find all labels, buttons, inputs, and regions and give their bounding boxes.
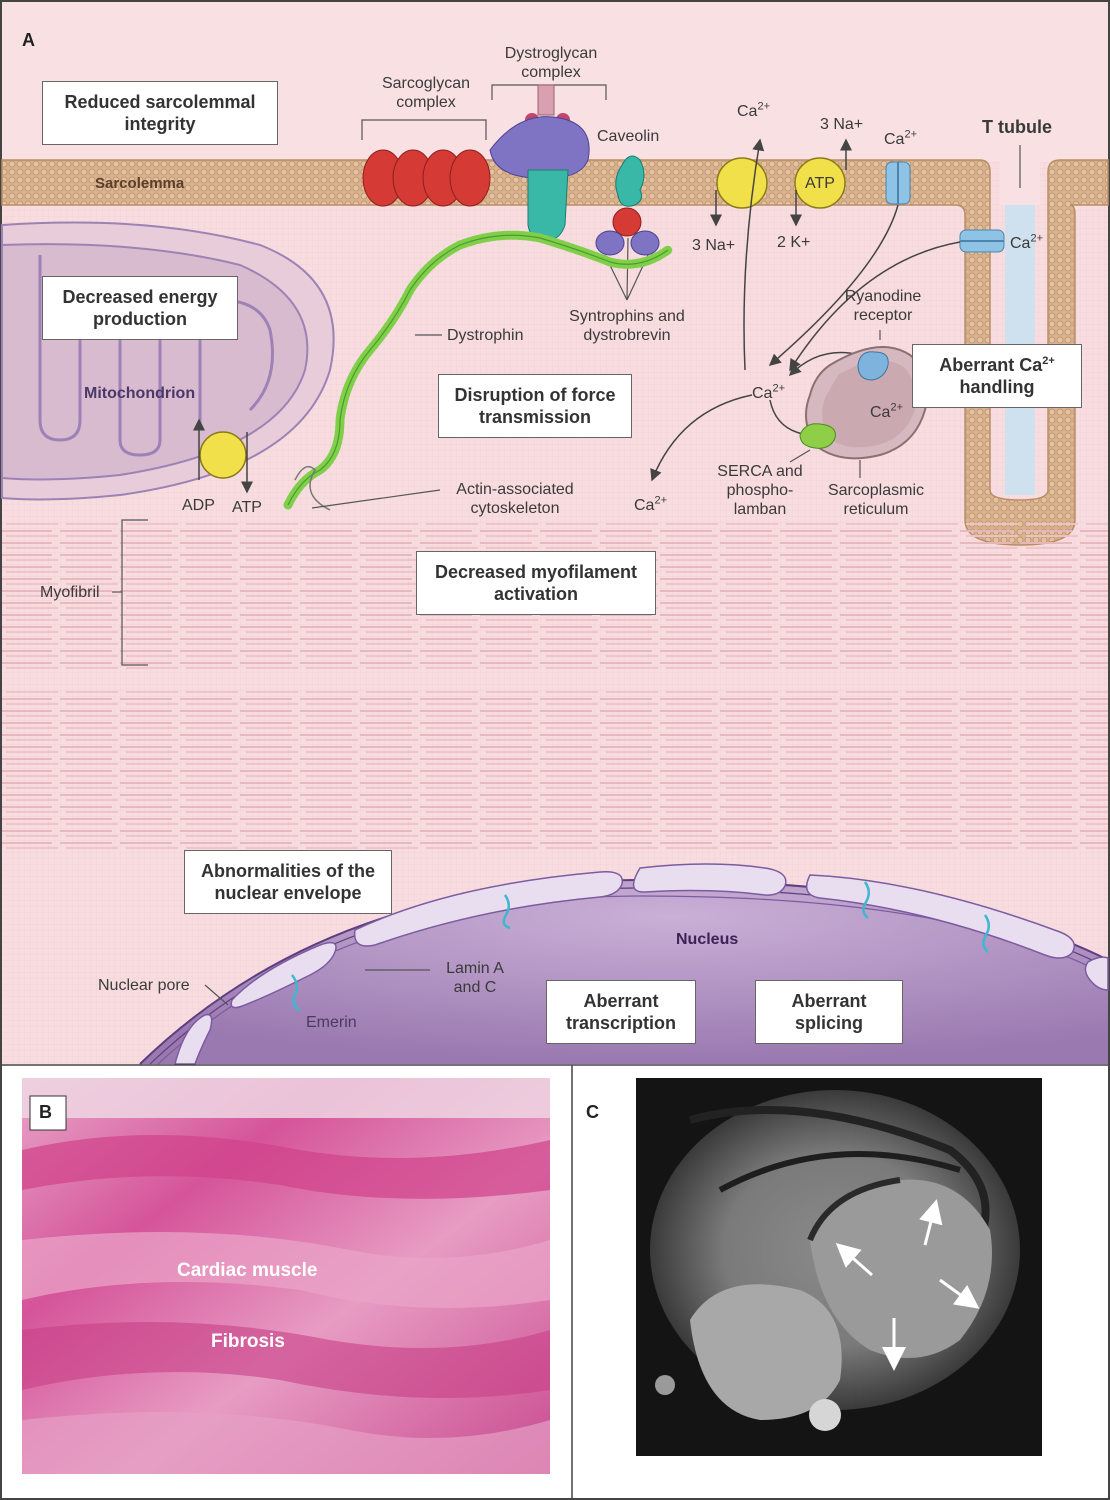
nucleus-label: Nucleus — [676, 931, 739, 948]
calcium-box-text: Aberrant Ca — [939, 355, 1043, 375]
box-sarcolemmal-integrity: Reduced sarcolemmal integrity — [42, 81, 278, 145]
na-k-atpase-icon — [794, 157, 846, 209]
na-in-label: 3 Na+ — [692, 237, 736, 254]
sr-label: Sarcoplasmic reticulum — [827, 482, 925, 518]
na-out-label: 3 Na+ — [820, 116, 864, 133]
ca-label-2: Ca2+ — [884, 128, 917, 148]
actin-label: Actin-associated cytoskeleton — [456, 481, 574, 517]
atp-synthase-icon — [199, 431, 247, 479]
syntrophins-label: Syntrophins and dystrobrevin — [569, 308, 685, 344]
histology-image — [22, 1078, 550, 1474]
ca-label-1: Ca2+ — [737, 100, 770, 120]
ryanodine-receptor-icon — [857, 351, 889, 381]
mitochondrion-label: Mitochondrion — [84, 385, 196, 402]
caveolin — [615, 155, 645, 207]
box-nuclear-envelope: Abnormalities of the nuclear envelope — [184, 850, 392, 914]
panel-c-letter: C — [586, 1102, 599, 1122]
panel-b-letter: B — [39, 1102, 52, 1122]
ncx-exchanger-icon — [716, 157, 768, 209]
box-force-transmission: Disruption of force transmission — [438, 374, 632, 438]
cardiac-mri-image — [636, 1078, 1042, 1456]
k-in-label: 2 K+ — [777, 234, 811, 251]
mri-arrow-1 — [835, 1243, 873, 1277]
sarcoglycan-complex — [362, 149, 491, 207]
calcium-box-sup: 2+ — [1042, 355, 1055, 367]
ca-label-3: Ca2+ — [1010, 232, 1043, 252]
dystrophin-label: Dystrophin — [447, 327, 524, 344]
syntrophins-dystrobrevin — [595, 207, 660, 256]
cardiac-muscle-label: Cardiac muscle — [177, 1260, 318, 1281]
emerin-label: Emerin — [306, 1014, 357, 1031]
panel-a-letter: A — [22, 30, 35, 50]
mri-arrow-2 — [919, 1199, 943, 1246]
ryanodine-label: Ryanodine receptor — [844, 288, 922, 324]
sarcoglycan-label: Sarcoglycan complex — [381, 75, 471, 111]
t-tubule-label: T tubule — [982, 117, 1052, 137]
atp-pump-label: ATP — [805, 175, 835, 192]
serca-icon — [799, 423, 836, 449]
myofibril-band-2 — [2, 690, 1108, 850]
nuclear-pore-label: Nuclear pore — [98, 977, 190, 994]
ca-label-5: Ca2+ — [870, 401, 903, 421]
dystroglycan-complex — [489, 84, 590, 241]
caveolin-label: Caveolin — [597, 128, 660, 145]
dystroglycan-label: Dystroglycan complex — [504, 45, 598, 81]
box-aberrant-splicing: Aberrant splicing — [755, 980, 903, 1044]
sarcolemma-label: Sarcolemma — [95, 175, 185, 192]
fibrosis-label: Fibrosis — [211, 1331, 285, 1352]
calcium-box-text-2: handling — [959, 377, 1035, 397]
myofibril-label: Myofibril — [40, 584, 100, 601]
box-aberrant-transcription: Aberrant transcription — [546, 980, 696, 1044]
serca-label: SERCA and phospho-lamban — [717, 463, 803, 518]
box-energy-production: Decreased energy production — [42, 276, 238, 340]
atp-label: ATP — [232, 499, 262, 516]
box-myofilament-activation: Decreased myofilament activation — [416, 551, 656, 615]
adp-label: ADP — [182, 497, 215, 514]
mri-arrow-3 — [939, 1278, 980, 1309]
box-calcium-handling: Aberrant Ca2+ handling — [912, 344, 1082, 408]
ca-label-6: Ca2+ — [634, 494, 667, 514]
ca-label-4: Ca2+ — [752, 382, 785, 402]
lamin-label: Lamin A and C — [446, 960, 504, 996]
